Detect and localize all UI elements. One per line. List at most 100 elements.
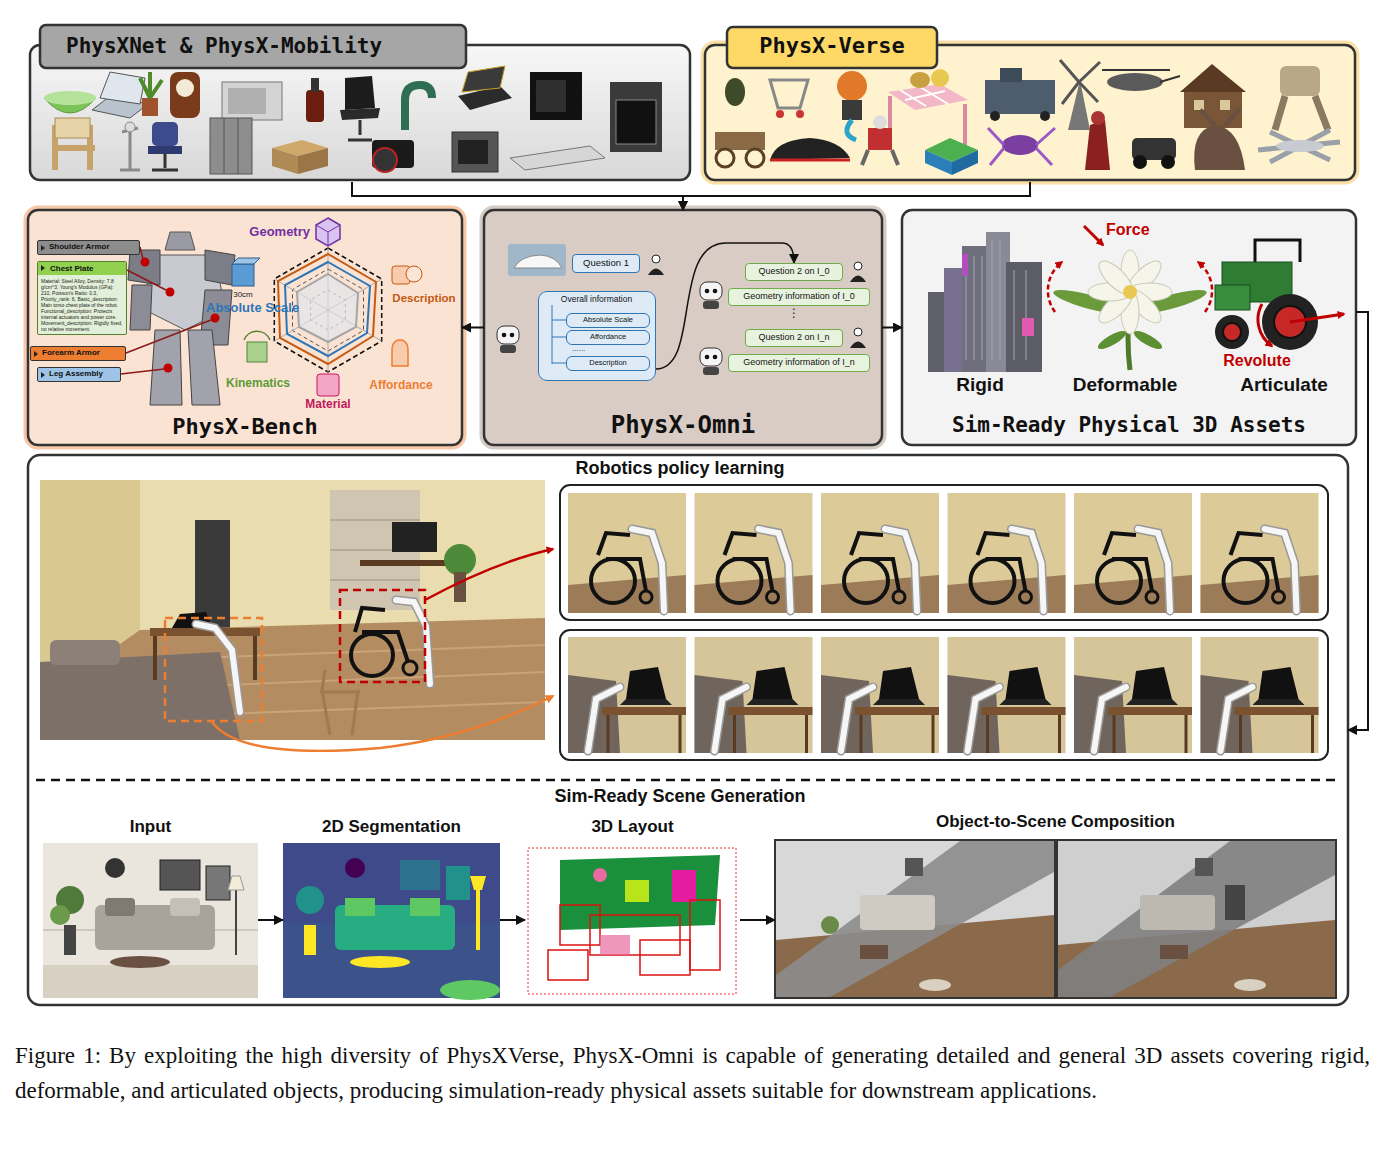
image-panel: Input [43, 815, 258, 998]
question-box: Question 1 [572, 254, 640, 273]
object-thumbnails [715, 60, 1340, 175]
object-thumbnails [44, 66, 662, 174]
node-text: PhysXNet & PhysX-Mobility [66, 33, 486, 59]
answer-box: Geometry information of I_0 [728, 288, 870, 306]
part-tag: Forearm Armor [30, 346, 126, 361]
tag-marker [34, 351, 38, 357]
label-text: ⋮ [786, 306, 802, 320]
node-text: PhysX-Omni [484, 411, 882, 440]
label-text: Absolute Scale [206, 300, 272, 315]
label-text: Kinematics [222, 376, 294, 390]
node-text: Description [589, 359, 627, 367]
segmentation-map [283, 843, 500, 1000]
image-panel: 3D Layout [525, 815, 740, 998]
connector-arrow [1348, 312, 1368, 730]
label-text: Force [1106, 221, 1158, 239]
label-text: Articulate [1228, 374, 1340, 396]
label-text: ...... [572, 344, 602, 354]
part-card: Chest PlateMaterial: Steel Alloy, Densit… [37, 261, 127, 335]
image-panel: 2D Segmentation [283, 815, 500, 998]
connector-arrow [882, 327, 902, 329]
question-box: Question 2 on I_n [745, 329, 843, 347]
node-text: 3D Layout [525, 817, 740, 837]
panel-glow [28, 210, 462, 445]
tag-marker [41, 372, 45, 378]
scene-render [40, 480, 545, 740]
node-text: Object-to-Scene Composition [775, 812, 1336, 832]
node-text: Input [43, 817, 258, 837]
benchmark-panel: PhysX-Bench Shoulder ArmorChest PlateMate… [28, 210, 462, 445]
node-text: Absolute Scale [583, 316, 633, 324]
robot-figure [121, 232, 235, 405]
video-frame [821, 637, 939, 753]
callout-arrow [212, 696, 553, 751]
node-text: PhysX-Verse [727, 32, 937, 59]
robot-icon [700, 282, 722, 309]
video-frame [821, 493, 939, 613]
node-text: Chest Plate [38, 262, 126, 275]
node-text: 2D Segmentation [283, 817, 500, 837]
input-photo [43, 843, 258, 998]
video-frame [948, 493, 1066, 613]
omni-icons [497, 244, 866, 381]
dataset-panel: PhysXNet & PhysX-Mobility [30, 25, 690, 182]
asset-illustrations [928, 226, 1344, 372]
node-text: Question 1 [583, 258, 629, 268]
node-text: Sim-Ready Physical 3D Assets [902, 413, 1356, 438]
node-text: Shoulder Armor [49, 243, 110, 252]
attribute-box: Description [566, 356, 650, 371]
label-text: Rigid [940, 374, 1020, 396]
node-text: Geometry information of I_0 [743, 292, 855, 302]
callout-arrow [425, 549, 553, 600]
panel-tab [727, 27, 937, 68]
connector-arrow [352, 182, 683, 210]
part-tag: Leg Assembly [37, 367, 121, 382]
composition-render [775, 840, 1336, 998]
node-text: Geometry information of I_n [743, 358, 855, 368]
connector-arrow [500, 919, 525, 921]
label-text: Material [298, 397, 358, 411]
attribute-box: Affordance [566, 330, 650, 345]
answer-box: Geometry information of I_n [728, 354, 870, 372]
part-tag: Shoulder Armor [37, 240, 140, 255]
robot-icon [700, 348, 722, 375]
video-frame [695, 637, 813, 753]
info-box: Overall informationAbsolute ScaleAfforda… [538, 291, 656, 381]
label-text: Geometry [236, 224, 310, 239]
node-text: Sim-Ready Scene Generation [452, 786, 908, 808]
filmstrip [560, 630, 1328, 760]
attribute-box: Absolute Scale [566, 313, 650, 328]
node-text: Forearm Armor [42, 349, 100, 358]
connector-arrow [656, 243, 794, 369]
panel-body [484, 210, 882, 445]
video-frame [568, 493, 686, 613]
panel-body [28, 455, 1348, 1005]
video-frame [1074, 637, 1192, 753]
model-panel: PhysX-Omni Question 1 Overall informationA… [484, 210, 882, 445]
panel-body [28, 210, 462, 445]
label-text: Description [388, 292, 460, 304]
node-text: Leg Assembly [49, 370, 103, 379]
connector-arrow [683, 182, 1030, 210]
video-frame [695, 493, 813, 613]
assets-panel: Sim-Ready Physical 3D Assets [902, 210, 1356, 445]
video-frame [1201, 637, 1319, 753]
connector-arrow [462, 327, 484, 329]
panel-body [902, 210, 1356, 445]
label-text: Revolute [1212, 352, 1302, 370]
video-frame [568, 637, 686, 753]
tag-marker [41, 245, 45, 251]
label-text: 30cm [228, 290, 258, 300]
node-text: Material: Steel Alloy, Density: 7.8 g/cm… [41, 278, 124, 332]
tag-marker [41, 265, 45, 271]
filmstrip [560, 485, 1328, 620]
robot-icon [497, 326, 519, 353]
node-text: PhysX-Bench [28, 414, 462, 440]
node-text: Robotics policy learning [452, 458, 908, 480]
dataset-panel: PhysX-Verse [705, 25, 1355, 182]
label-text: Deformable [1060, 374, 1190, 396]
video-frame [1201, 493, 1319, 613]
